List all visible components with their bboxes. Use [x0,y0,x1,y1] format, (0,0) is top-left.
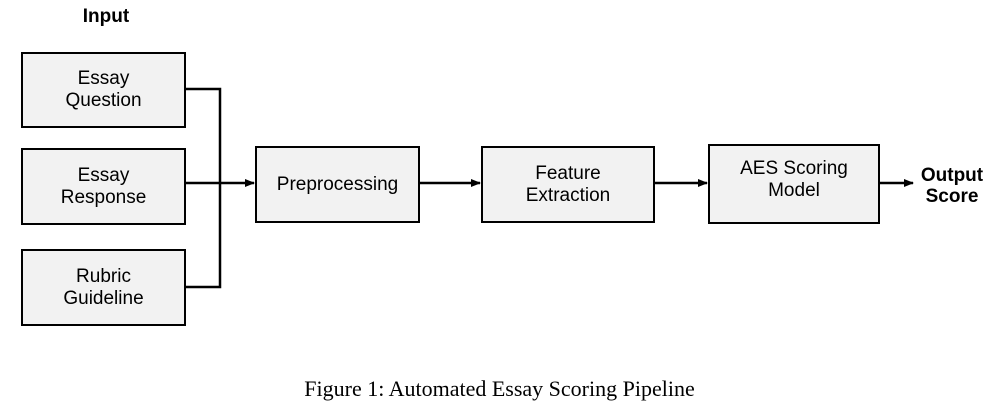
aes-scoring-model-label: AES Scoring Model [740,158,848,201]
input-heading: Input [82,6,130,27]
connector-rubric-guideline [185,183,222,289]
feature-extraction-box: Feature Extraction [481,146,655,223]
connector-essay-question [185,87,222,183]
essay-question-box: Essay Question [21,52,186,128]
rubric-guideline-box: Rubric Guideline [21,249,186,326]
preprocessing-label: Preprocessing [276,173,399,195]
aes-scoring-model-box: AES Scoring Model [708,144,880,224]
essay-response-label: Essay Response [60,164,147,208]
preprocessing-box: Preprocessing [255,146,420,223]
essay-response-box: Essay Response [21,148,186,225]
essay-question-label: Essay Question [65,68,142,111]
rubric-guideline-label: Rubric Guideline [63,265,144,309]
feature-extraction-label: Feature Extraction [525,162,611,206]
output-score-label: Output Score [920,165,984,207]
figure-caption: Figure 1: Automated Essay Scoring Pipeli… [304,376,695,401]
